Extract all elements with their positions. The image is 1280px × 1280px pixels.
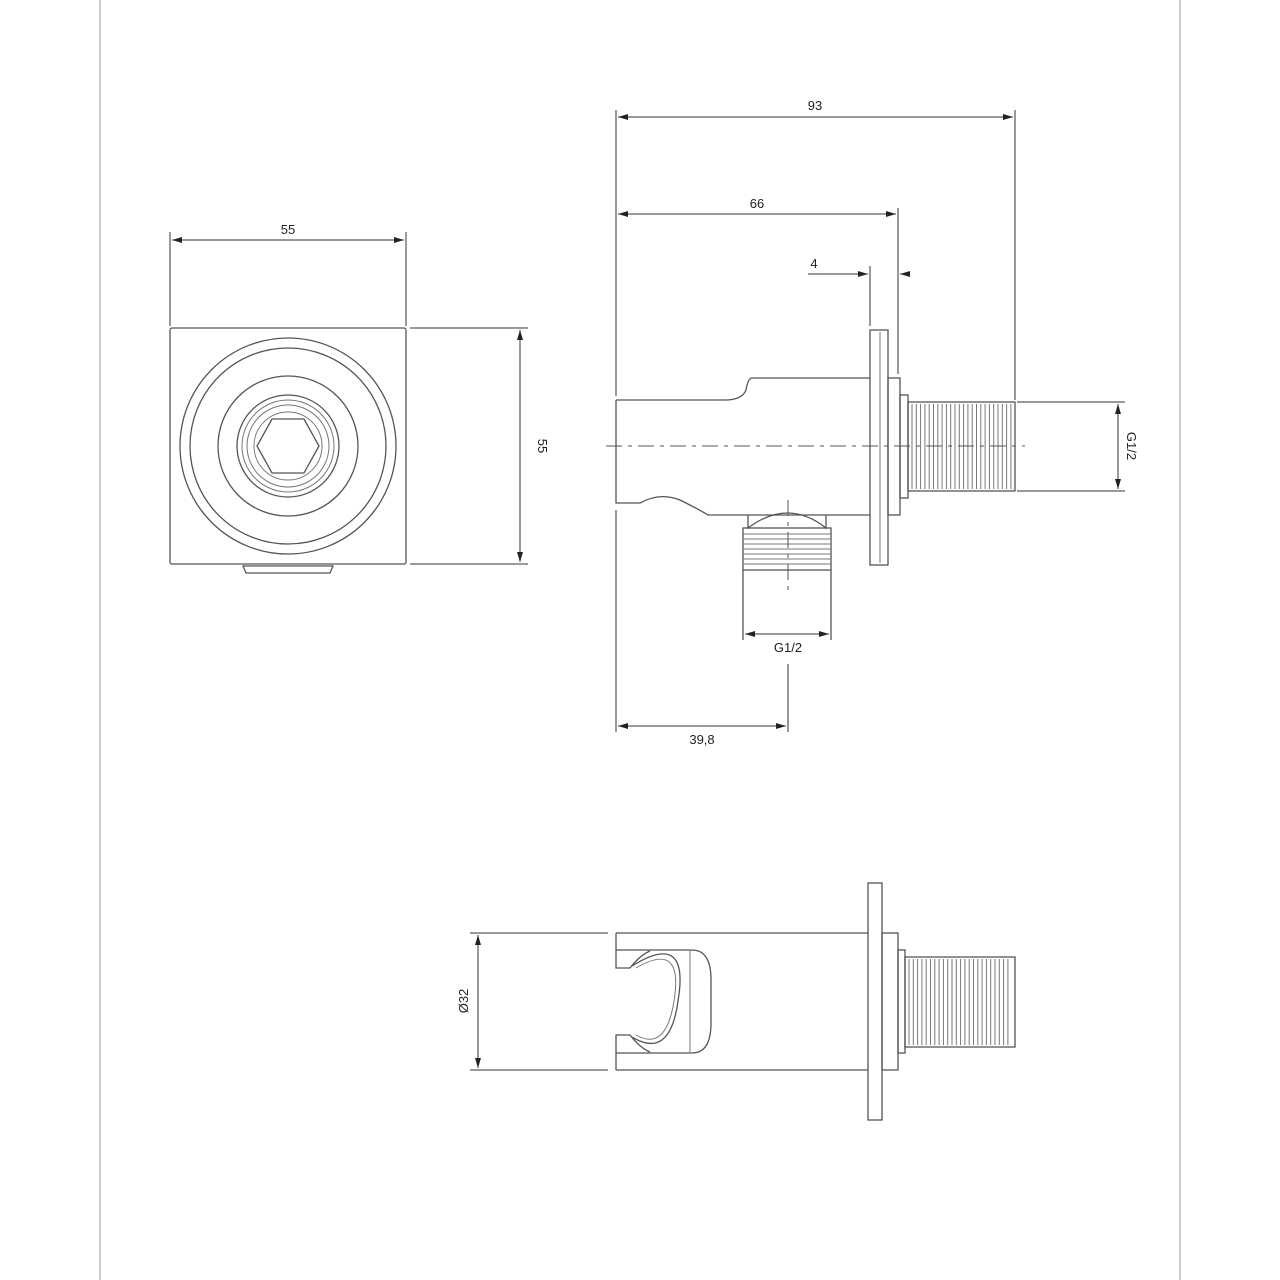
dim-body-length: 66 xyxy=(750,196,764,211)
dim-outlet-offset: 39,8 xyxy=(689,732,714,747)
dim-front-width: 55 xyxy=(281,222,295,237)
dim-front-height: 55 xyxy=(535,439,550,453)
dim-overall-length: 93 xyxy=(808,98,822,113)
front-view: 55 55 xyxy=(169,222,550,574)
dim-diameter: Ø32 xyxy=(456,989,471,1014)
side-view: 93 66 4 G1/2 G1/2 39,8 xyxy=(606,98,1139,747)
dim-thread-bottom: G1/2 xyxy=(774,640,802,655)
top-view: Ø32 xyxy=(456,882,1016,1121)
dim-flange-thickness: 4 xyxy=(810,256,817,271)
dim-thread-side: G1/2 xyxy=(1124,432,1139,460)
